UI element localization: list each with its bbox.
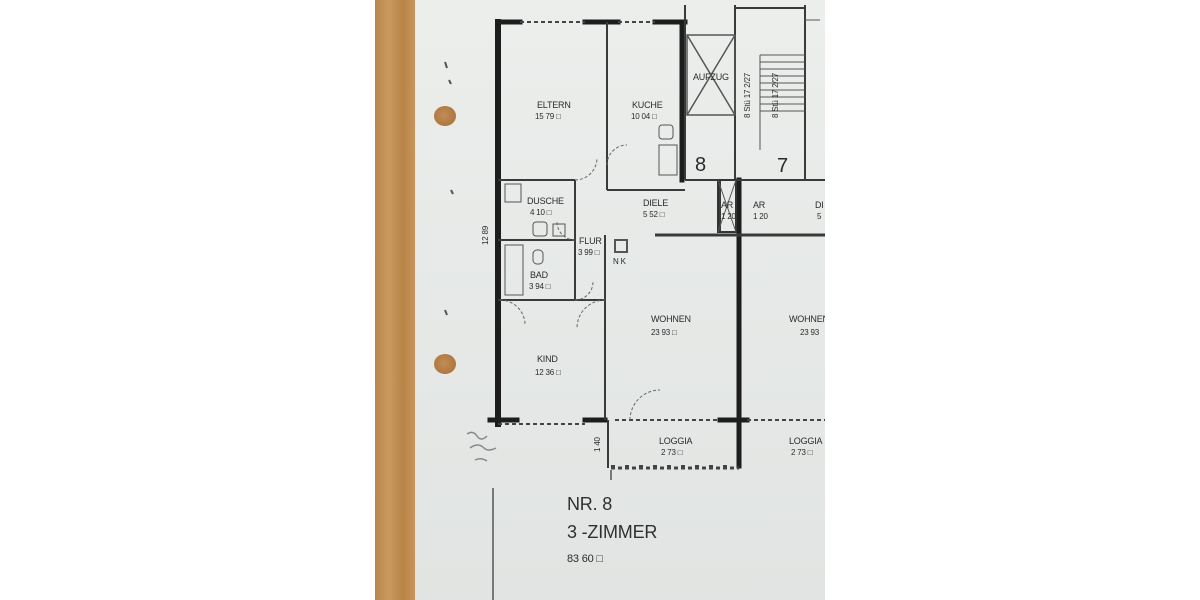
room-area-bad: 3 94 □: [529, 282, 551, 291]
unit-label-8: 8: [695, 154, 707, 176]
apartment-number: NR. 8: [567, 494, 613, 514]
room-name-wohnen: WOHNEN: [651, 314, 691, 324]
room-area-di-right: 5: [817, 212, 822, 221]
dashed-walls: [498, 21, 825, 470]
dimension-loggia: 1 40: [593, 437, 602, 452]
interior-walls: [498, 5, 825, 468]
room-name-nk: N K: [613, 257, 626, 266]
unit-label-7: 7: [777, 155, 789, 177]
apartment-total-area: 83 60 □: [567, 553, 603, 565]
room-area-dusche: 4 10 □: [530, 208, 552, 217]
room-area-wohnen: 23 93 □: [651, 328, 677, 337]
punch-hole-bottom: [434, 354, 456, 374]
room-name-dusche: DUSCHE: [527, 196, 564, 206]
room-area-ar-1: 1 20: [721, 212, 736, 221]
outer-walls: [487, 19, 750, 469]
room-name-loggia: LOGGIA: [659, 436, 693, 446]
punch-hole-top: [434, 106, 456, 126]
room-name-ar-2: AR: [753, 200, 766, 210]
margin-marks: [444, 61, 454, 316]
room-name-aufzug: AUFZUG: [693, 72, 729, 82]
room-name-eltern: ELTERN: [537, 100, 571, 110]
door-swings: [499, 144, 661, 421]
elevator-shaft: [686, 34, 736, 116]
room-area-wohnen-right: 23 93: [800, 328, 820, 337]
apartment-type: 3 -ZIMMER: [567, 522, 658, 542]
room-name-kind: KIND: [537, 354, 558, 364]
staircase: [759, 19, 820, 150]
room-area-diele: 5 52 □: [643, 210, 665, 219]
title-frame: [492, 470, 612, 600]
room-name-bad: BAD: [530, 270, 548, 280]
stair-note-1: 8 Stü 17 2/27: [743, 73, 752, 118]
room-area-loggia: 2 73 □: [661, 448, 683, 457]
room-name-loggia-right: LOGGIA: [789, 436, 823, 446]
room-name-diele: DIELE: [643, 198, 669, 208]
room-name-wohnen-right: WOHNEN: [789, 314, 825, 324]
floor-plan-photo: ELTERN 15 79 □ KUCHE 10 04 □ AUFZUG 8 7 …: [375, 0, 825, 600]
room-area-kind: 12 36 □: [535, 368, 561, 377]
stair-note-2: 8 Stü 17 2/27: [771, 73, 780, 118]
room-name-di-right: DI: [815, 200, 824, 210]
room-area-kueche: 10 04 □: [631, 112, 657, 121]
room-area-ar-2: 1 20: [753, 212, 768, 221]
storage-doors: [717, 179, 737, 233]
paper-sheet: [415, 0, 825, 600]
loggia-railing: [611, 465, 727, 469]
wood-surface: [375, 0, 415, 600]
room-area-loggia-right: 2 73 □: [791, 448, 813, 457]
room-name-kueche: KUCHE: [632, 100, 663, 110]
room-area-eltern: 15 79 □: [535, 112, 561, 121]
margin-scribbles: [466, 431, 497, 462]
room-area-flur: 3 99 □: [578, 248, 600, 257]
room-name-ar-1: AR: [721, 200, 734, 210]
sanitary-fixtures: [504, 124, 678, 296]
dimension-side: 12 89: [481, 225, 490, 245]
room-name-flur: FLUR: [579, 236, 602, 246]
floor-plan-drawing: [444, 5, 825, 600]
